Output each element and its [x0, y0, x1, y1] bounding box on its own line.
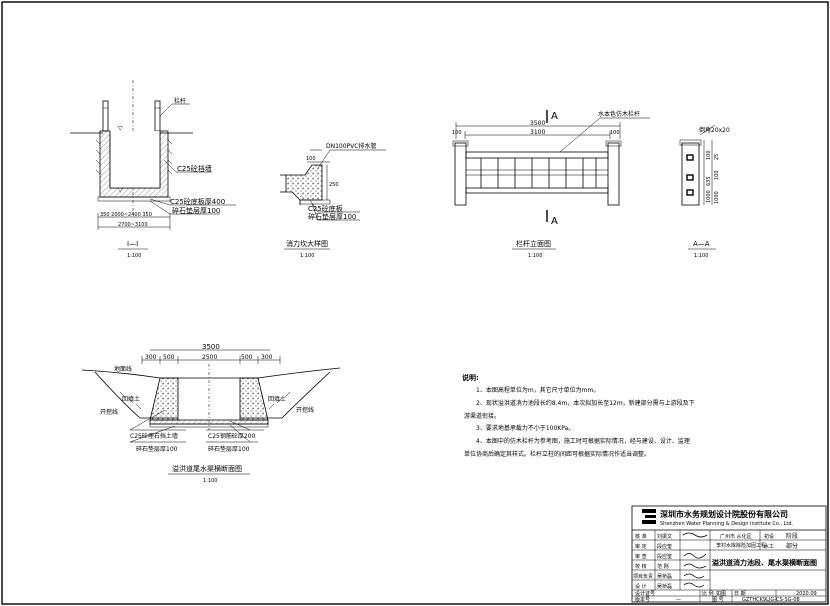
- stilling-dim-v: 250: [329, 182, 339, 188]
- backfill-right-label: 回填土: [268, 395, 286, 403]
- section-a-dim-4: 100: [714, 170, 720, 180]
- bottom-left-label: 设计证号: [635, 590, 655, 597]
- notes-line-1: 1、本图高程单位为m，其它尺寸单位为mm。: [476, 386, 599, 394]
- stage-value: 阶段: [786, 532, 798, 540]
- section-mark-bottom: A: [551, 216, 558, 227]
- notes-line-5: 4、本图中的仿木栏杆为参考图，施工时可根据实际情况，经与建设、设计、监理: [476, 437, 690, 445]
- excav-right-label: 开挖线: [296, 406, 314, 414]
- title-block: [631, 505, 827, 603]
- company-name-en: Shenzhen Water Planning & Design Institu…: [660, 521, 794, 527]
- elev-mark-bottom: ▽: [118, 187, 123, 194]
- role-name-0: 刘振文: [657, 533, 672, 540]
- tail-dim-3: 500: [241, 354, 253, 361]
- notes-line-4: 3、要求地基承载力不小于100KPa。: [476, 424, 574, 432]
- stilling-detail-drawing: [280, 149, 386, 221]
- role-name-1: 段应奎: [657, 543, 672, 550]
- notes-line-2: 2、现状溢洪道消力池段长约8.4m，本次拟加长至12m，新建部分需与上游段及下: [476, 399, 695, 407]
- tail-wall-label: C25砼埋石挡土墙: [130, 432, 178, 440]
- railing-elevation-drawing: [452, 110, 650, 222]
- project-name: 李村水库除险加固工程: [716, 542, 766, 549]
- role-name-2: 段应奎: [657, 553, 672, 560]
- tail-section-drawing: [81, 349, 341, 443]
- role-1: 审 定: [635, 543, 647, 550]
- section-a-dim-2: 635: [706, 176, 712, 186]
- section-a-drawing: [679, 124, 716, 206]
- wall-label: C25砼挡墙: [177, 164, 212, 173]
- railing-title: 栏杆立面图: [516, 239, 551, 248]
- stilling-dim-100: 100: [306, 156, 316, 162]
- scale-label: 比 例: [702, 590, 714, 597]
- railing-material-label: 水本色仿木栏杆: [598, 110, 640, 118]
- notes-line-6: 单位协商后确定其样式。栏杆立柱的间距可根据实际情况作适当调整。: [464, 450, 650, 458]
- tail-dim-0: 300: [145, 354, 157, 361]
- tail-dim-2: 2500: [202, 354, 217, 361]
- stilling-gravel-label: 碎石垫层厚100: [308, 212, 356, 221]
- railing-dim-inner: 3100: [530, 129, 545, 136]
- scale-value: 如图: [716, 590, 726, 597]
- excav-left-label: 开挖线: [100, 408, 118, 416]
- role-2: 审 查: [635, 553, 647, 560]
- drawing-no-value: GZTHCK9LJG-CS-SG-08: [742, 597, 800, 603]
- railing-dim-total: 3500: [530, 120, 545, 127]
- spec-value: 部分: [786, 542, 798, 550]
- stilling-slab-label: C25砼底板: [308, 204, 343, 213]
- railing-label: 栏杆: [174, 97, 186, 105]
- notes-block: 说明: 1、本图高程单位为m，其它尺寸单位为mm。 2、现状溢洪道消力池段长约8…: [462, 373, 695, 458]
- drawing-no-label: 图 号: [712, 597, 724, 603]
- version-value: —: [676, 597, 681, 603]
- tail-slab-label: C25钢筋砼厚200: [208, 432, 255, 440]
- tail-dim-total: 3500: [202, 343, 220, 351]
- railing-dim-left: 100: [452, 130, 462, 136]
- section-1-title: I—I: [127, 240, 138, 248]
- project-client: 广州市 从化区: [720, 533, 752, 540]
- tail-dim-4: 300: [261, 354, 273, 361]
- role-name-5: 吴桥磊: [657, 583, 672, 590]
- role-4: 项目负责: [633, 573, 653, 580]
- tail-section-title: 溢洪道尾水渠横断面图: [172, 464, 242, 473]
- ground-line-label: 地面线: [114, 365, 132, 373]
- tail-gravel-label-2: 碎石垫层厚100: [208, 445, 250, 453]
- date-label: 日 期: [734, 591, 746, 597]
- drawing-title: 溢洪道消力池段、尾水渠横断面图: [712, 558, 817, 567]
- version-label: 版本号: [635, 596, 650, 603]
- section-a-dim-5: 1000: [714, 191, 720, 204]
- company-name-cn: 深圳市水务规划设计院股份有限公司: [660, 509, 788, 519]
- tail-section-scale: 1:100: [203, 478, 217, 484]
- tail-dim-1: 500: [163, 354, 175, 361]
- role-name-4: 吴桥磊: [657, 573, 672, 580]
- role-3: 校 核: [635, 563, 647, 570]
- section-1-drawing: ▽ ▽: [70, 80, 236, 230]
- spec-label: 水工: [764, 543, 774, 550]
- railing-dim-right: 100: [610, 130, 620, 136]
- pipe-label: DN100PVC排水管: [326, 142, 376, 150]
- role-0: 核 准: [635, 533, 647, 540]
- railing-scale: 1:100: [528, 253, 542, 259]
- notes-heading: 说明:: [462, 373, 479, 382]
- section-a-dim-3: 25: [714, 154, 720, 160]
- section-1-dim-row2: 2700~3100: [118, 222, 148, 228]
- chamfer-label: 倒角20x20: [699, 126, 730, 134]
- section-a-scale: 1:100: [694, 253, 708, 259]
- gravel-label: 碎石垫层厚100: [172, 206, 220, 215]
- stilling-scale: 1:100: [300, 253, 314, 259]
- company-logo-icon: [642, 509, 656, 524]
- stage-label: 初设: [764, 533, 774, 540]
- date-value: 2020.09: [796, 591, 817, 597]
- section-mark-top: A: [551, 111, 558, 122]
- slab-label: C25砼底板厚400: [170, 197, 225, 206]
- section-1-scale: 1:100: [127, 253, 141, 259]
- section-1-dim-row1: 350 2000~2400 350: [100, 212, 152, 218]
- section-a-title: A—A: [693, 240, 710, 248]
- elev-mark-top: ▽: [118, 125, 123, 132]
- notes-line-3: 游渠道衔接。: [464, 412, 500, 420]
- role-name-3: 范 刚: [657, 563, 669, 570]
- stilling-title: 消力坎大样图: [286, 239, 328, 248]
- section-a-dim-1: 1000: [706, 190, 712, 203]
- backfill-left-label: 回填土: [122, 395, 140, 403]
- tail-gravel-label: 碎石垫层厚100: [136, 445, 178, 453]
- section-a-dim-0: 100: [706, 150, 712, 160]
- role-5: 设 计: [635, 583, 647, 590]
